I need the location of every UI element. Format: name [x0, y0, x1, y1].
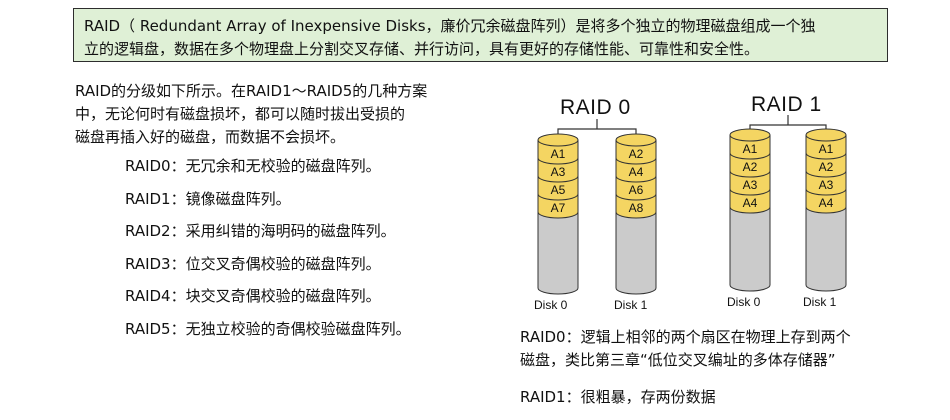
raid1-disk1-block-label-0: A1: [819, 142, 834, 156]
raid1-disk1-block-3: [805, 188, 847, 214]
raid1-title: RAID 1: [751, 93, 822, 116]
raid0-disk0-block-label-1: A3: [551, 165, 566, 179]
raid1-disk0-body: [729, 206, 771, 292]
raid1-disk0-block-label-2: A3: [743, 178, 758, 192]
raid0-disk1-block-label-2: A6: [629, 183, 644, 197]
raid0-disk1-body: [615, 211, 657, 295]
raid0-disk1-label: Disk 1: [614, 298, 648, 312]
raid1-disk0-block-3: [729, 188, 771, 214]
raid-levels-intro-line-3: 磁盘再插入好的磁盘，而数据不会损坏。: [75, 128, 346, 146]
raid0-disk0-block-label-0: A1: [551, 147, 566, 161]
raid-levels-intro-line-1: RAID的分级如下所示。在RAID1～RAID5的几种方案: [75, 82, 428, 100]
raid-levels-intro-line-2: 中，无论何时有磁盘损坏，都可以随时拔出受损的: [75, 105, 406, 123]
raid0-note-line-1: RAID0：逻辑上相邻的两个扇区在物理上存到两个: [520, 328, 851, 346]
raid4-level-item: RAID4：块交叉奇偶校验的磁盘阵列。: [125, 287, 381, 305]
raid0-disk0-body: [537, 211, 579, 295]
raid0-disk0-block-1: [537, 157, 579, 183]
raid0-disk0-block-label-2: A5: [551, 183, 566, 197]
raid5-level-item: RAID5：无独立校验的奇偶校验磁盘阵列。: [125, 319, 411, 338]
raid0-disk1-block-label-0: A2: [629, 147, 644, 161]
raid-definition-line-2: 立的逻辑盘，数据在多个物理盘上分割交叉存储、并行访问，具有更好的存储性能、可靠性…: [84, 40, 760, 58]
raid-definition-line-1: RAID（ Redundant Array of Inexpensive Dis…: [84, 17, 816, 35]
raid1-disk0-block-label-3: A4: [743, 196, 758, 210]
raid0-disk1-block-3: [615, 193, 657, 219]
raid0-disk0-block-3: [537, 193, 579, 219]
raid1-disk1-block-label-1: A2: [819, 160, 834, 174]
note-spacer: [520, 372, 940, 386]
raid1-disk0-block-label-1: A2: [743, 160, 758, 174]
raid0-disk1-block-1: [615, 157, 657, 183]
raid0-disk1-block-label-3: A8: [629, 201, 644, 215]
raid0-disk0-block-0: [537, 139, 579, 165]
raid1-disk0-block-0: [729, 134, 771, 160]
raid1-disk1-block-label-3: A4: [819, 196, 834, 210]
raid0-level-item: RAID0：无冗余和无校验的磁盘阵列。: [125, 157, 381, 175]
raid0-disk0-block-2: [537, 175, 579, 201]
raid0-title: RAID 0: [560, 96, 631, 119]
raid1-disk1-top: [805, 128, 847, 142]
raid3-level-item: RAID3：位交叉奇偶校验的磁盘阵列。: [125, 254, 381, 273]
raid2-level-item: RAID2：采用纠错的海明码的磁盘阵列。: [125, 222, 396, 240]
raid1-disk1-block-1: [805, 152, 847, 178]
raid1-disk1-block-0: [805, 134, 847, 160]
raid0-disk1-block-label-1: A4: [629, 165, 644, 179]
raid0-disk1-top: [615, 133, 657, 147]
raid1-level-item: RAID1：镜像磁盘阵列。: [125, 189, 291, 208]
raid1-disk0-block-1: [729, 152, 771, 178]
raid1-note-line-1: RAID1：很粗暴，存两份数据: [520, 388, 716, 406]
raid-levels-list: RAID0：无冗余和无校验的磁盘阵列。 RAID1：镜像磁盘阵列。 RAID2：…: [125, 155, 411, 350]
raid0-disk0-label: Disk 0: [534, 298, 568, 312]
raid1-disk1-block-2: [805, 170, 847, 196]
raid1-disk0-block-2: [729, 170, 771, 196]
raid-definition-box: RAID（ Redundant Array of Inexpensive Dis…: [73, 8, 888, 62]
raid1-disk0-block-label-0: A1: [743, 142, 758, 156]
raid1-disk1-label: Disk 1: [803, 295, 837, 309]
raid1-disk1-block-label-2: A3: [819, 178, 834, 192]
raid1-disk0-label: Disk 0: [727, 295, 761, 309]
raid1-disk0-top: [729, 128, 771, 142]
raid-levels-intro: RAID的分级如下所示。在RAID1～RAID5的几种方案 中，无论何时有磁盘损…: [75, 80, 495, 149]
raid0-note-line-2: 磁盘，类比第三章“低位交叉编址的多体存储器”: [520, 351, 836, 369]
raid0-disk0-block-label-3: A7: [551, 201, 566, 215]
raid1-disk1-body: [805, 206, 847, 292]
raid0-disk0-top: [537, 133, 579, 147]
raid0-disk1-block-2: [615, 175, 657, 201]
raid-notes: RAID0：逻辑上相邻的两个扇区在物理上存到两个 磁盘，类比第三章“低位交叉编址…: [520, 326, 940, 409]
raid0-disk1-block-0: [615, 139, 657, 165]
